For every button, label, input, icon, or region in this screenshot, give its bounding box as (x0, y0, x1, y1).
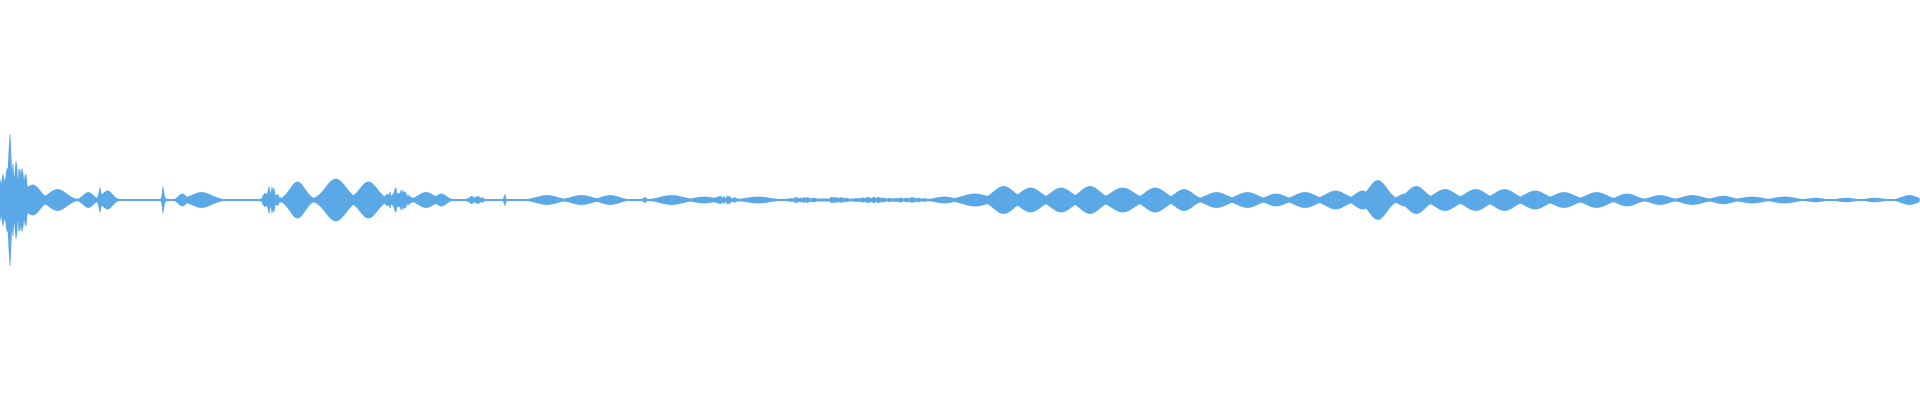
waveform-path (0, 134, 1920, 266)
